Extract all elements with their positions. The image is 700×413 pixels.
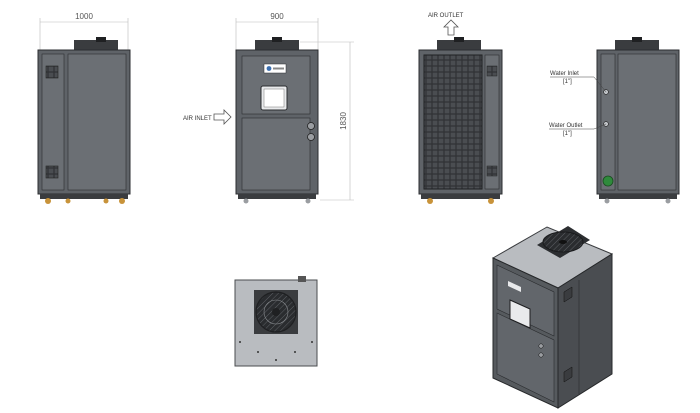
iso-display-window [509,299,531,329]
base-frame [40,194,128,199]
caster [427,198,433,204]
top-fan-housing [74,40,118,50]
caster [45,198,51,204]
side-panel-wide [67,53,127,191]
fan-hub [272,308,280,316]
top-fan-housing [437,40,481,50]
rear-view: AIR OUTLET [418,13,503,204]
water-inlet-label: Water Inlet [550,71,579,77]
base-frame [599,194,677,199]
vent-grille-bottom [45,165,59,179]
side-panel-narrow [41,53,65,191]
iso-pipe-connector [538,352,544,358]
leader-line-inlet [593,76,607,93]
pipe-connector [307,133,315,141]
side-panel-wide [617,53,677,191]
base-frame [238,194,316,199]
side-view-left: 1000 [37,12,131,204]
dimension-height: 1830 [339,112,348,130]
iso-vent-grille-bottom [563,366,573,383]
top-fan-housing [255,40,299,50]
pipe-connector [307,122,315,130]
top-fan-housing [615,40,659,50]
leader-line-outlet [593,123,607,130]
air-inlet-label: AIR INLET [183,116,212,122]
lower-front-panel [241,117,311,191]
drain-valve [602,175,614,187]
front-view: 900 1830 AIR INLET [183,12,354,204]
iso-vent-grille-top [563,286,573,303]
air-inlet-arrow-icon [213,109,232,125]
iso-pipe-connector [538,343,544,349]
vent-grille-top [486,65,498,77]
caster [243,198,249,204]
control-display [263,88,285,108]
water-outlet-size: [1"] [563,131,572,137]
base-frame [421,194,500,199]
condenser-grille [423,54,483,190]
iso-lower-panel [496,312,555,403]
air-outlet-label: AIR OUTLET [428,13,464,19]
dimension-width-left: 1000 [75,12,93,21]
side-panel-narrow [600,53,616,191]
water-outlet-label: Water Outlet [549,123,583,129]
isometric-view [491,226,614,409]
air-outlet-arrow-icon [443,19,459,36]
dimension-width-front: 900 [270,12,284,21]
caster [604,198,610,204]
top-view [234,276,318,367]
water-inlet-size: [1"] [563,79,572,85]
iso-logo-plate [508,281,521,292]
vent-grille-top [45,65,59,79]
side-view-right: Water Inlet [1"] Water Outlet [1"] [549,37,680,204]
logo-icon [266,66,272,71]
side-strip-panel [484,54,500,190]
vent-grille-bottom [486,165,498,177]
